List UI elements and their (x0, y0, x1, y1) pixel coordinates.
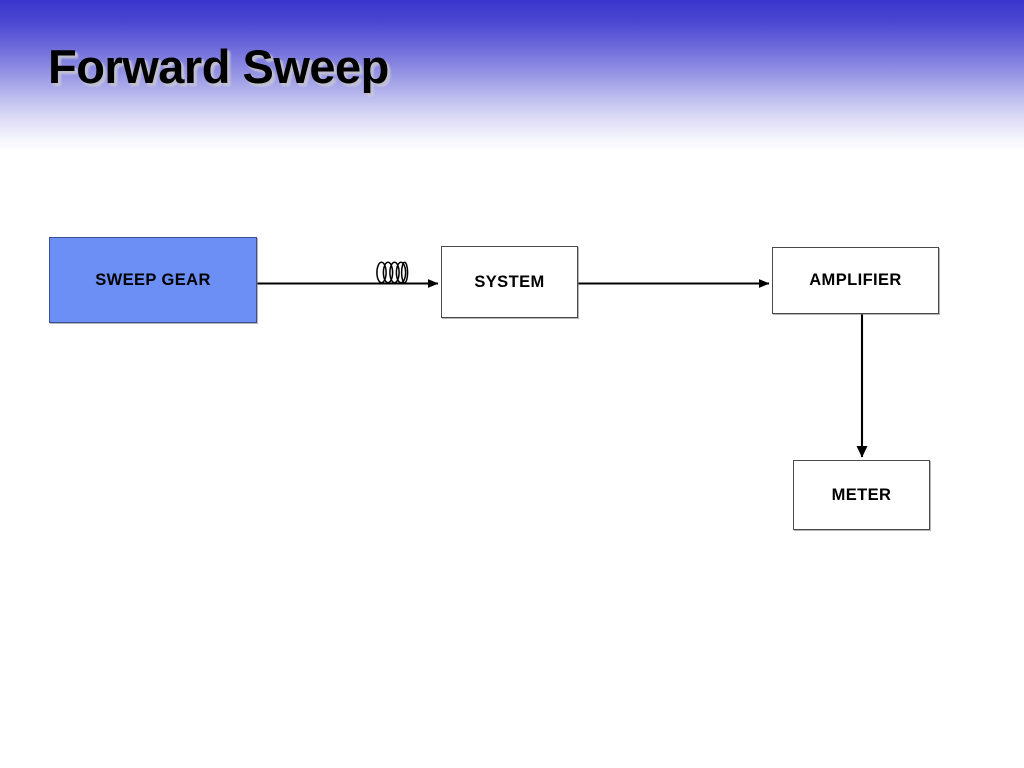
diagram-node-label: METER (831, 485, 892, 504)
header-gradient-band (0, 0, 1024, 152)
page-title: Forward Sweep (48, 40, 389, 93)
diagram-node-label: AMPLIFIER (809, 271, 902, 289)
diagram-node-sweep-gear[interactable]: SWEEP GEAR (49, 237, 257, 323)
diagram-node-amplifier[interactable]: AMPLIFIER (772, 247, 939, 314)
coil-spring-icon (376, 261, 409, 284)
diagram-node-system[interactable]: SYSTEM (441, 246, 578, 318)
diagram-node-label: SWEEP GEAR (95, 270, 211, 289)
diagram-node-label: SYSTEM (474, 272, 545, 291)
diagram-node-meter[interactable]: METER (793, 460, 930, 530)
